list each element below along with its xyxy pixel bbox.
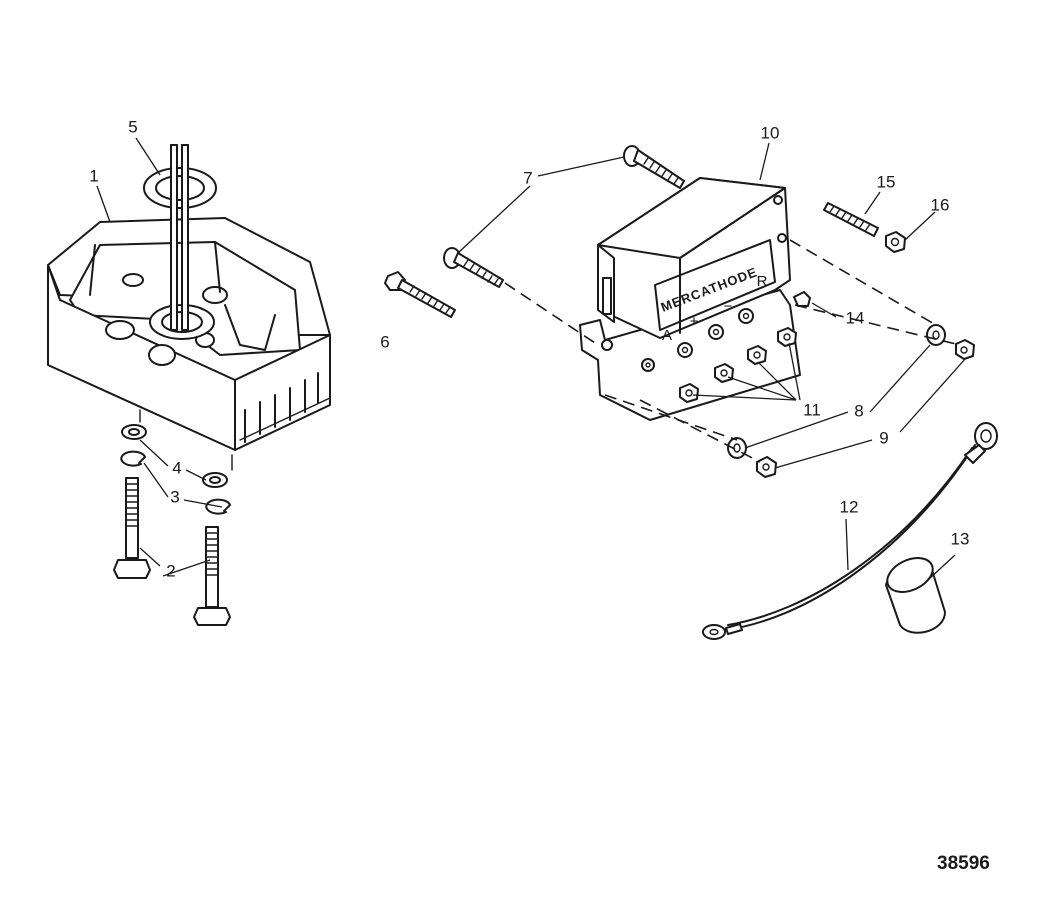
callout-4: 4 bbox=[172, 458, 181, 477]
terminal-stud bbox=[738, 308, 754, 324]
callout-8: 8 bbox=[854, 401, 863, 420]
terminal-nut bbox=[714, 363, 734, 383]
callout-3: 3 bbox=[170, 487, 179, 506]
callout-10: 10 bbox=[761, 123, 780, 142]
leader-lines bbox=[96, 137, 967, 581]
lock-washer bbox=[120, 450, 146, 467]
hex-nut bbox=[955, 339, 975, 360]
terminal-a-label: A bbox=[662, 327, 672, 344]
callout-16: 16 bbox=[931, 195, 950, 214]
callout-14: 14 bbox=[846, 308, 865, 327]
flat-washer bbox=[926, 324, 946, 346]
callout-11: 11 bbox=[803, 400, 821, 419]
terminal-stud bbox=[641, 358, 655, 372]
callout-15: 15 bbox=[877, 172, 896, 191]
hex-nut bbox=[756, 456, 777, 478]
protective-cap bbox=[885, 557, 946, 634]
terminal-r-label: R bbox=[757, 273, 768, 290]
alignment-lines bbox=[504, 239, 961, 463]
callout-9: 9 bbox=[879, 428, 888, 447]
anode-rod-assembly bbox=[143, 144, 217, 331]
flat-washer bbox=[202, 472, 228, 488]
callout-7: 7 bbox=[523, 168, 532, 187]
hex-screw bbox=[384, 271, 456, 318]
terminal-stud bbox=[677, 342, 693, 358]
mercathode-controller: MERCATHODE A + − R bbox=[579, 177, 801, 421]
callout-2: 2 bbox=[166, 561, 175, 580]
figure-number: 38596 bbox=[937, 853, 990, 874]
mounting-screw bbox=[623, 145, 685, 189]
flat-washer bbox=[727, 437, 747, 459]
terminal-nut bbox=[679, 383, 699, 403]
callout-13: 13 bbox=[951, 529, 970, 548]
terminal-minus-label: − bbox=[724, 298, 733, 315]
callout-12: 12 bbox=[840, 497, 859, 516]
terminal-nut bbox=[747, 345, 767, 365]
small-screw bbox=[793, 291, 811, 307]
mounting-screw bbox=[443, 247, 504, 288]
mounting-bolt bbox=[113, 477, 151, 579]
terminal-stud bbox=[708, 324, 724, 340]
terminal-plus-label: + bbox=[690, 313, 699, 330]
terminal-nut bbox=[777, 327, 797, 347]
callout-5: 5 bbox=[128, 117, 137, 136]
callout-6: 6 bbox=[380, 332, 389, 351]
threaded-stud bbox=[823, 202, 879, 237]
ground-strap bbox=[702, 422, 998, 640]
hex-nut bbox=[885, 231, 906, 253]
flat-washer bbox=[121, 424, 147, 440]
mounting-bolt bbox=[193, 526, 231, 626]
callout-1: 1 bbox=[89, 166, 98, 185]
